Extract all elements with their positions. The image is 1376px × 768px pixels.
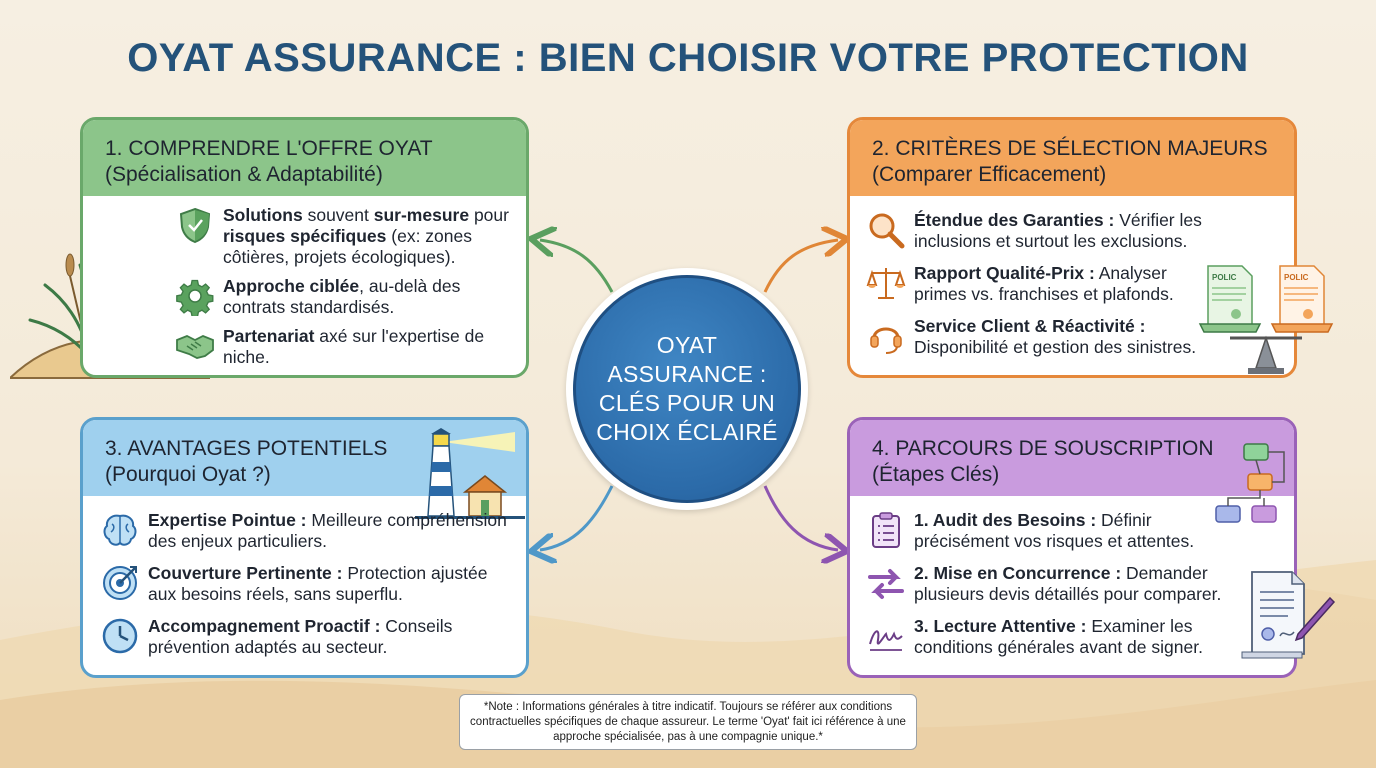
policy-scale-illustration: POLIC POLIC xyxy=(1198,265,1334,374)
card2-item1-text: Étendue des Garanties : Vérifier les inc… xyxy=(914,210,1202,251)
card4-item-reading: 3. Lecture Attentive : Examiner les cond… xyxy=(866,616,1246,658)
card2-header: 2. CRITÈRES DE SÉLECTION MAJEURS (Compar… xyxy=(850,120,1294,196)
card2-item-coverage: Étendue des Garanties : Vérifier les inc… xyxy=(866,210,1206,252)
policy-document-left: POLIC xyxy=(1207,265,1253,329)
card2-item3-text: Service Client & Réactivité : Disponibil… xyxy=(914,316,1197,357)
handshake-icon xyxy=(176,335,214,359)
policy-label-right: POLIC xyxy=(1284,273,1309,282)
card4-item-audit: 1. Audit des Besoins : Définir préciséme… xyxy=(866,510,1246,552)
card1-header: 1. COMPRENDRE L'OFFRE OYAT (Spécialisati… xyxy=(83,120,526,196)
lighthouse-illustration xyxy=(415,428,525,519)
card1-item-solutions: Solutions souvent sur-mesure pour risque… xyxy=(175,205,520,268)
page-title: OYAT ASSURANCE : BIEN CHOISIR VOTRE PROT… xyxy=(127,36,1249,80)
center-label-line4: CHOIX ÉCLAIRÉ xyxy=(596,419,778,445)
card1-item3-text: Partenariat axé sur l'expertise de niche… xyxy=(223,326,485,367)
center-label-line3: CLÉS POUR UN xyxy=(598,390,776,416)
balance-icon xyxy=(866,268,906,299)
center-hub-label: OYAT ASSURANCE : CLÉS POUR UN CHOIX ÉCLA… xyxy=(573,275,801,503)
card1-heading: 1. COMPRENDRE L'OFFRE OYAT xyxy=(105,137,433,160)
card2-item-service: Service Client & Réactivité : Disponibil… xyxy=(866,316,1206,358)
card1-item2-text: Approche ciblée, au-delà des contrats st… xyxy=(223,276,461,317)
target-icon xyxy=(103,566,137,600)
center-hub: OYAT ASSURANCE : CLÉS POUR UN CHOIX ÉCLA… xyxy=(566,268,808,510)
policy-document-right: POLIC xyxy=(1279,265,1325,329)
brain-icon xyxy=(103,514,137,546)
card1-subheading: (Spécialisation & Adaptabilité) xyxy=(105,163,383,186)
card4-item2-text: 2. Mise en Concurrence : Demander plusie… xyxy=(914,563,1222,604)
card3-item-expertise: Expertise Pointue : Meilleure compréhens… xyxy=(100,510,515,552)
exchange-arrows-icon xyxy=(868,569,904,599)
card3-item-support: Accompagnement Proactif : Conseils préve… xyxy=(100,616,515,658)
card2-subheading: (Comparer Efficacement) xyxy=(872,163,1107,186)
card3-item3-text: Accompagnement Proactif : Conseils préve… xyxy=(148,616,453,657)
shield-icon xyxy=(179,207,211,244)
card1-item1-text: Solutions souvent sur-mesure pour risque… xyxy=(223,205,509,267)
card4-item1-text: 1. Audit des Besoins : Définir préciséme… xyxy=(914,510,1195,551)
arrow-to-card3 xyxy=(540,485,614,550)
card4-subheading: (Étapes Clés) xyxy=(872,463,1000,486)
card2-item2-text: Rapport Qualité-Prix : Analyser primes v… xyxy=(914,263,1174,304)
card-selection-criteria: 2. CRITÈRES DE SÉLECTION MAJEURS (Compar… xyxy=(847,117,1297,378)
card2-item-value: Rapport Qualité-Prix : Analyser primes v… xyxy=(866,263,1206,305)
card3-item-coverage: Couverture Pertinente : Protection ajust… xyxy=(100,563,515,605)
arrow-to-card2 xyxy=(763,240,838,293)
card3-item2-text: Couverture Pertinente : Protection ajust… xyxy=(148,563,488,604)
card3-heading: 3. AVANTAGES POTENTIELS xyxy=(105,437,388,460)
card-potential-advantages: 3. AVANTAGES POTENTIELS (Pourquoi Oyat ?… xyxy=(80,417,529,678)
gear-icon xyxy=(176,279,214,316)
card1-item-approach: Approche ciblée, au-delà des contrats st… xyxy=(175,276,520,318)
card-understand-offer: 1. COMPRENDRE L'OFFRE OYAT (Spécialisati… xyxy=(80,117,529,378)
clipboard-icon xyxy=(872,512,900,548)
card4-item3-text: 3. Lecture Attentive : Examiner les cond… xyxy=(914,616,1203,657)
contract-pen-illustration xyxy=(1241,571,1336,659)
magnifier-icon xyxy=(869,213,905,249)
disclaimer-note: *Note : Informations générales à titre i… xyxy=(459,694,917,750)
card2-heading: 2. CRITÈRES DE SÉLECTION MAJEURS xyxy=(872,137,1268,160)
center-label-line1: OYAT xyxy=(656,332,718,358)
center-label-line2: ASSURANCE : xyxy=(607,361,767,387)
card3-header: 3. AVANTAGES POTENTIELS (Pourquoi Oyat ?… xyxy=(83,420,526,496)
arrow-to-card1 xyxy=(540,240,614,293)
card-subscription-path: 4. PARCOURS DE SOUSCRIPTION (Étapes Clés… xyxy=(847,417,1297,678)
card4-heading: 4. PARCOURS DE SOUSCRIPTION xyxy=(872,437,1214,460)
clock-icon xyxy=(102,618,138,654)
card3-item1-text: Expertise Pointue : Meilleure compréhens… xyxy=(148,510,507,551)
flowchart-icon xyxy=(1215,443,1285,523)
card1-item-partnership: Partenariat axé sur l'expertise de niche… xyxy=(175,326,520,368)
card3-subheading: (Pourquoi Oyat ?) xyxy=(105,463,271,486)
arrow-to-card4 xyxy=(763,485,838,550)
card4-item-competition: 2. Mise en Concurrence : Demander plusie… xyxy=(866,563,1246,605)
policy-label-left: POLIC xyxy=(1212,273,1237,282)
signature-icon xyxy=(869,630,903,651)
headset-icon xyxy=(870,327,902,354)
card4-header: 4. PARCOURS DE SOUSCRIPTION (Étapes Clés… xyxy=(850,420,1294,496)
